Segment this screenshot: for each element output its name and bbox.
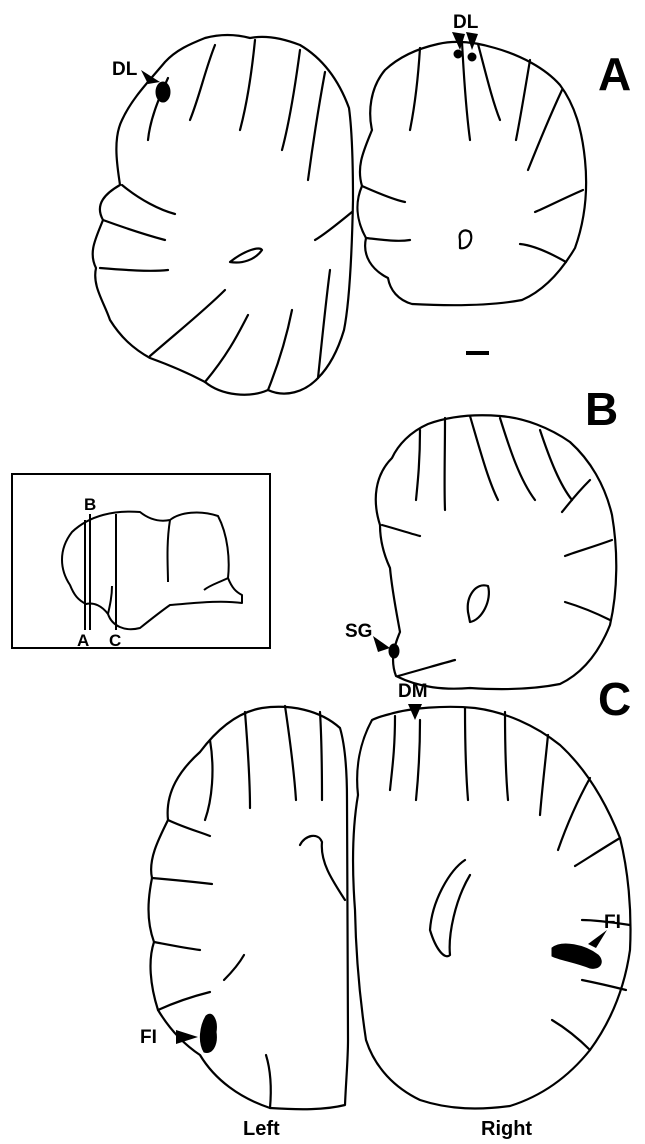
lesion-arrow-sg xyxy=(373,636,390,652)
lesion-label-sg: SG xyxy=(345,621,372,642)
panel-b-lesion-sg xyxy=(389,644,399,658)
panel-a-lesion-dl-right xyxy=(454,50,462,58)
side-label-right: Right xyxy=(481,1118,532,1140)
panel-letter-c: C xyxy=(598,673,631,725)
inset-label-c: C xyxy=(109,631,121,650)
inset-section-planes: B A C xyxy=(12,474,270,650)
panel-a-lesion-dl-right xyxy=(468,53,476,61)
panel-letter-a: A xyxy=(598,48,631,100)
panel-b-hemisphere xyxy=(376,415,617,689)
panel-letter-b: B xyxy=(585,383,618,435)
inset-label-a: A xyxy=(77,631,89,650)
panel-a-left-hemisphere xyxy=(93,35,353,395)
lesion-label-fi: FI xyxy=(604,912,621,933)
panel-c: C DM FI FI xyxy=(140,673,631,1109)
lesion-label-dm: DM xyxy=(398,681,428,702)
lesion-label-dl: DL xyxy=(453,12,479,33)
panel-a-right-hemisphere xyxy=(357,42,586,305)
lesion-label-dl: DL xyxy=(112,59,138,80)
panel-b: B SG xyxy=(345,383,618,689)
inset-label-b: B xyxy=(84,495,96,514)
panel-a-lesion-dl-left xyxy=(156,82,170,102)
panel-a-right-ventricle xyxy=(460,230,472,248)
inset-box xyxy=(12,474,270,648)
side-label-left: Left xyxy=(243,1118,280,1140)
lesion-label-fi: FI xyxy=(140,1027,157,1048)
panel-a: A DL DL xyxy=(93,12,632,395)
